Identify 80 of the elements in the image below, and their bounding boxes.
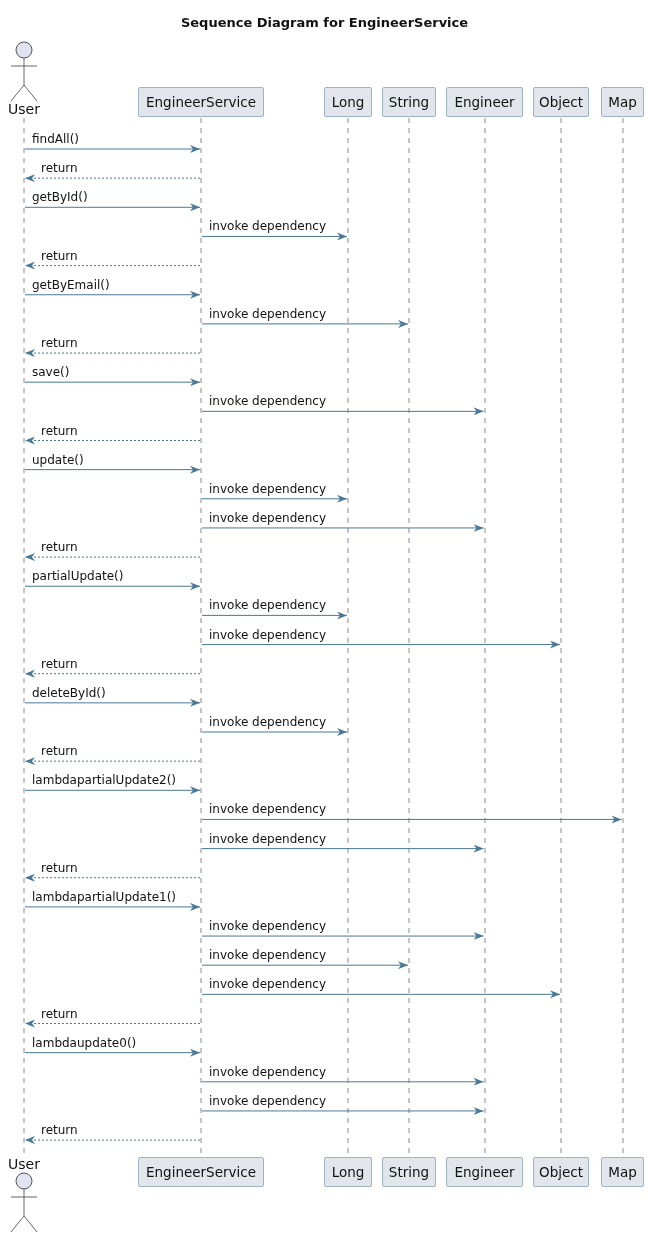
message-label: lambdaupdate0() (31, 1035, 138, 1050)
message-label: invoke dependency (208, 219, 327, 234)
message-label: return (40, 248, 79, 263)
message-label: update() (31, 452, 85, 467)
message-label: findAll() (31, 132, 81, 146)
message-label: return (40, 656, 79, 671)
message-arrow (201, 611, 348, 620)
return-arrow (24, 436, 201, 445)
message-arrow (24, 203, 201, 212)
diagram-title: Sequence Diagram for EngineerService (180, 15, 469, 31)
participant-box: Object (533, 1157, 589, 1187)
message-arrow (201, 232, 348, 241)
message-label: invoke dependency (208, 919, 327, 934)
message-label: invoke dependency (208, 306, 327, 321)
message-arrow (24, 786, 201, 795)
message-label: deleteById() (31, 685, 107, 700)
message-arrow (201, 990, 561, 999)
message-label: invoke dependency (208, 715, 327, 729)
message-arrow (24, 290, 201, 299)
message-label: lambdapartialUpdate2() (31, 773, 178, 788)
message-label: invoke dependency (208, 481, 327, 496)
participant-box: EngineerService (138, 87, 264, 117)
message-label: invoke dependency (208, 510, 327, 525)
return-arrow (24, 261, 201, 270)
participant-box: EngineerService (138, 1157, 264, 1187)
message-label: invoke dependency (208, 627, 327, 642)
message-label: getByEmail() (31, 277, 111, 292)
participant-box: Engineer (446, 87, 523, 117)
message-arrow (201, 815, 622, 824)
actor-label: User (8, 102, 40, 117)
message-arrow (24, 145, 201, 153)
participant-box: Map (601, 87, 644, 117)
message-label: invoke dependency (208, 1064, 327, 1079)
message-label: invoke dependency (208, 977, 327, 992)
return-arrow (24, 1136, 201, 1145)
message-arrow (201, 319, 409, 328)
message-label: save() (31, 365, 71, 380)
message-arrow (201, 728, 348, 736)
return-arrow (24, 174, 201, 183)
message-arrow (24, 582, 201, 591)
message-label: getById() (31, 190, 89, 205)
participant-box: Map (601, 1157, 644, 1187)
message-arrow (24, 1048, 201, 1057)
participant-box: Engineer (446, 1157, 523, 1187)
participant-box: String (382, 1157, 436, 1187)
message-arrow (201, 1106, 484, 1115)
message-arrow (201, 932, 484, 941)
message-label: return (40, 1006, 79, 1021)
message-label: invoke dependency (208, 948, 327, 963)
return-arrow (24, 757, 201, 766)
message-label: invoke dependency (208, 831, 327, 846)
message-arrow (24, 902, 201, 911)
return-arrow (24, 1019, 201, 1028)
message-arrow (201, 523, 484, 532)
message-label: partialUpdate() (31, 569, 125, 584)
message-label: invoke dependency (208, 802, 327, 817)
actor-label: User (8, 1157, 40, 1172)
message-label: return (40, 860, 79, 875)
return-arrow (24, 669, 201, 678)
message-arrow (24, 378, 201, 387)
participant-box: String (382, 87, 436, 117)
message-label: return (40, 423, 79, 438)
message-arrow (201, 844, 484, 853)
message-label: invoke dependency (208, 598, 327, 613)
message-arrow (24, 698, 201, 707)
message-label: lambdapartialUpdate1() (31, 889, 178, 904)
message-arrow (201, 961, 409, 970)
participant-box: Long (324, 87, 372, 117)
return-arrow (24, 553, 201, 562)
message-arrow (201, 640, 561, 649)
message-label: invoke dependency (208, 394, 327, 409)
message-arrow (201, 494, 348, 503)
message-arrow (24, 465, 201, 474)
participant-box: Object (533, 87, 589, 117)
message-arrow (201, 1077, 484, 1086)
message-arrow (201, 407, 484, 416)
return-arrow (24, 873, 201, 882)
participant-box: Long (324, 1157, 372, 1187)
message-label: invoke dependency (208, 1093, 327, 1108)
return-arrow (24, 349, 201, 358)
